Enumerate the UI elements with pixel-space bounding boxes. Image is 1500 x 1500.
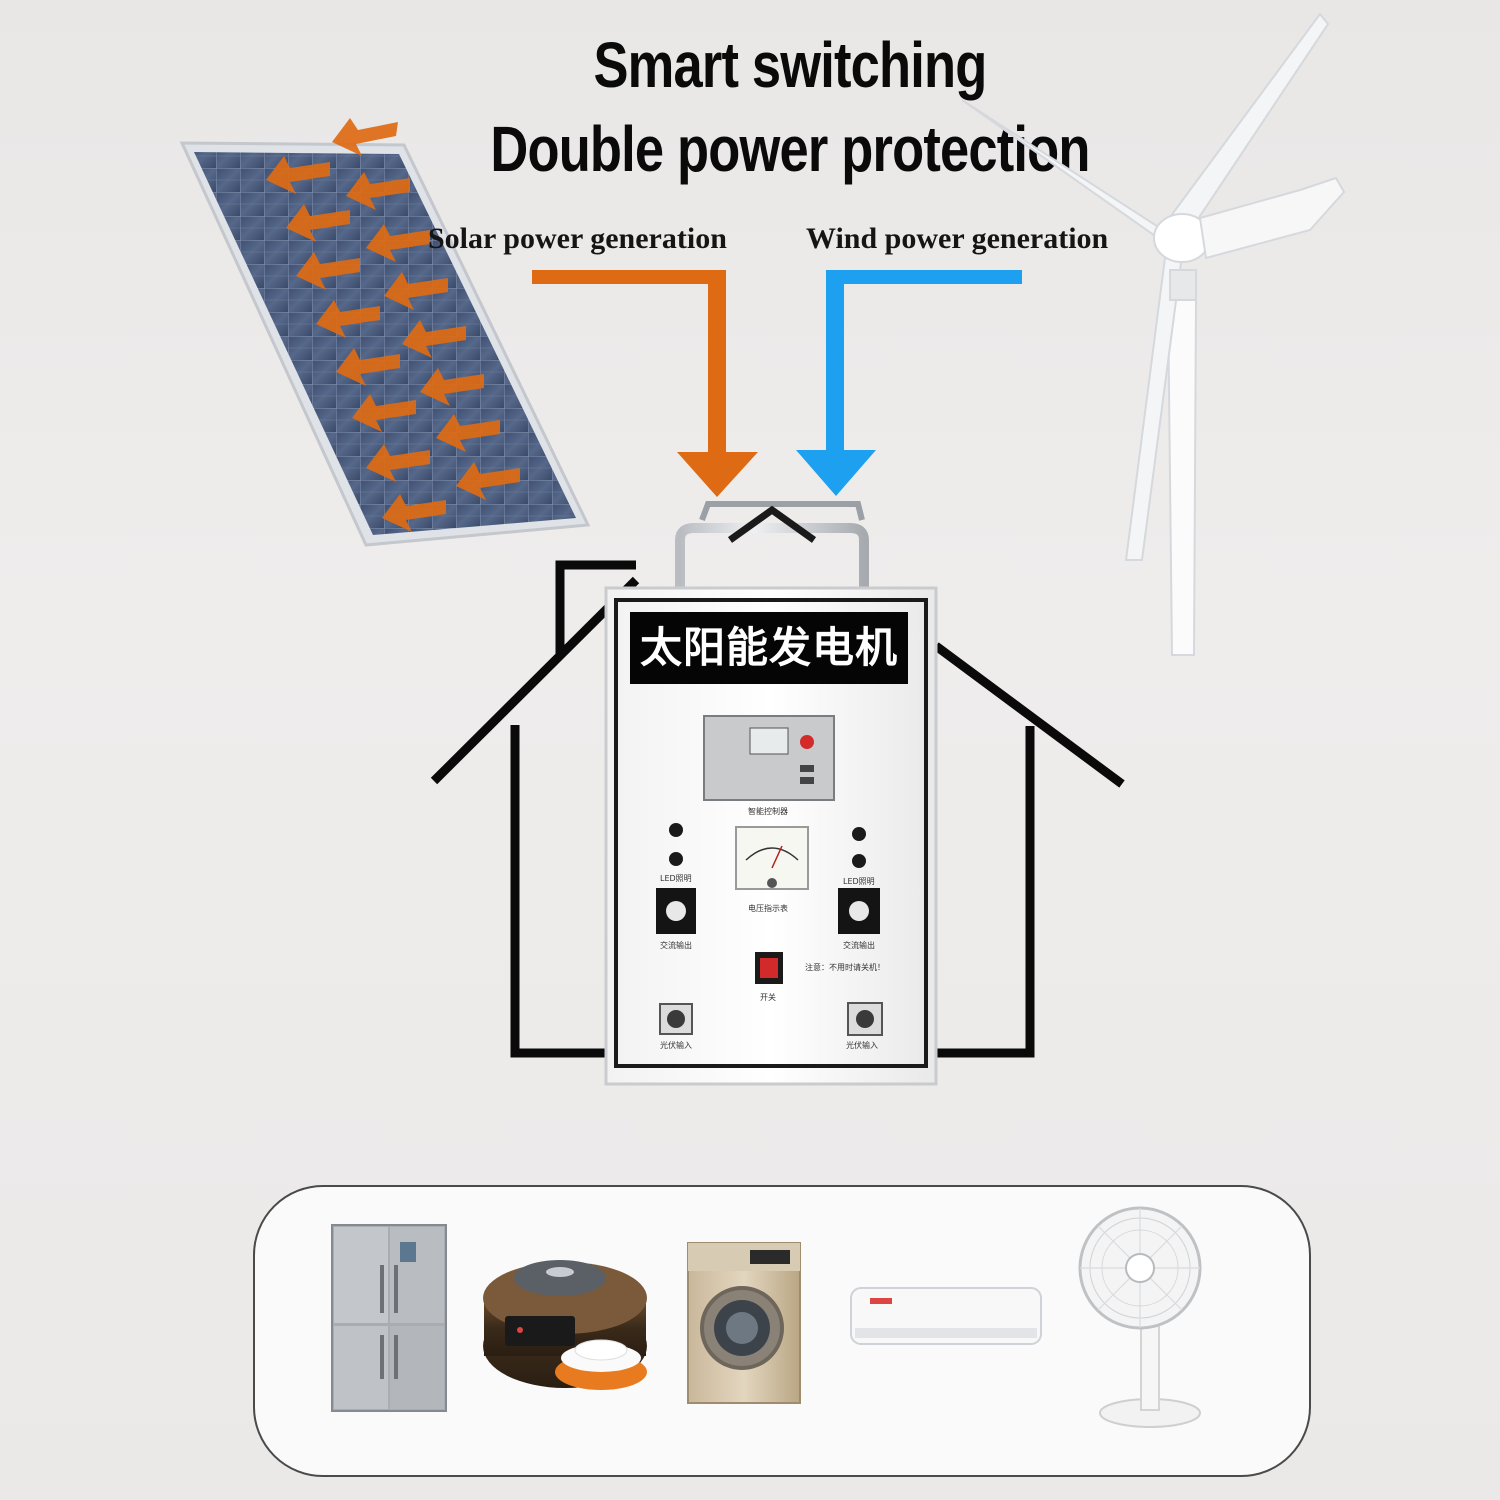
controller-caption: 智能控制器 xyxy=(748,807,788,816)
meter-caption: 电压指示表 xyxy=(748,904,788,913)
wind-turbine-icon xyxy=(961,12,1346,656)
led-left-caption: LED照明 xyxy=(660,874,692,883)
solar-flow-arrow xyxy=(532,270,758,497)
house-outline xyxy=(430,560,1125,1058)
rice-cooker-icon xyxy=(483,1260,647,1390)
input-left-caption: 光伏输入 xyxy=(660,1041,692,1050)
switch-caption: 开关 xyxy=(760,993,776,1002)
title-line-2: Double power protection xyxy=(490,113,1090,185)
wind-flow-arrow xyxy=(796,270,1022,496)
washing-machine-icon xyxy=(687,1242,801,1404)
ac-right-caption: 交流输出 xyxy=(843,941,875,950)
title-line-1: Smart switching xyxy=(593,29,987,101)
input-right-caption: 光伏输入 xyxy=(846,1041,878,1050)
led-right-caption: LED照明 xyxy=(843,877,875,886)
refrigerator-icon xyxy=(331,1224,447,1412)
solar-power-label: Solar power generation xyxy=(428,222,727,255)
wind-power-label: Wind power generation xyxy=(806,222,1109,255)
ac-left-caption: 交流输出 xyxy=(660,941,692,950)
shutdown-note: 注意：不用时请关机！ xyxy=(805,963,885,972)
generator-brand-label: 太阳能发电机 xyxy=(630,612,908,684)
solar-panel-icon xyxy=(179,118,591,547)
desk-fan-icon xyxy=(1078,1206,1202,1428)
air-conditioner-icon xyxy=(850,1287,1042,1345)
